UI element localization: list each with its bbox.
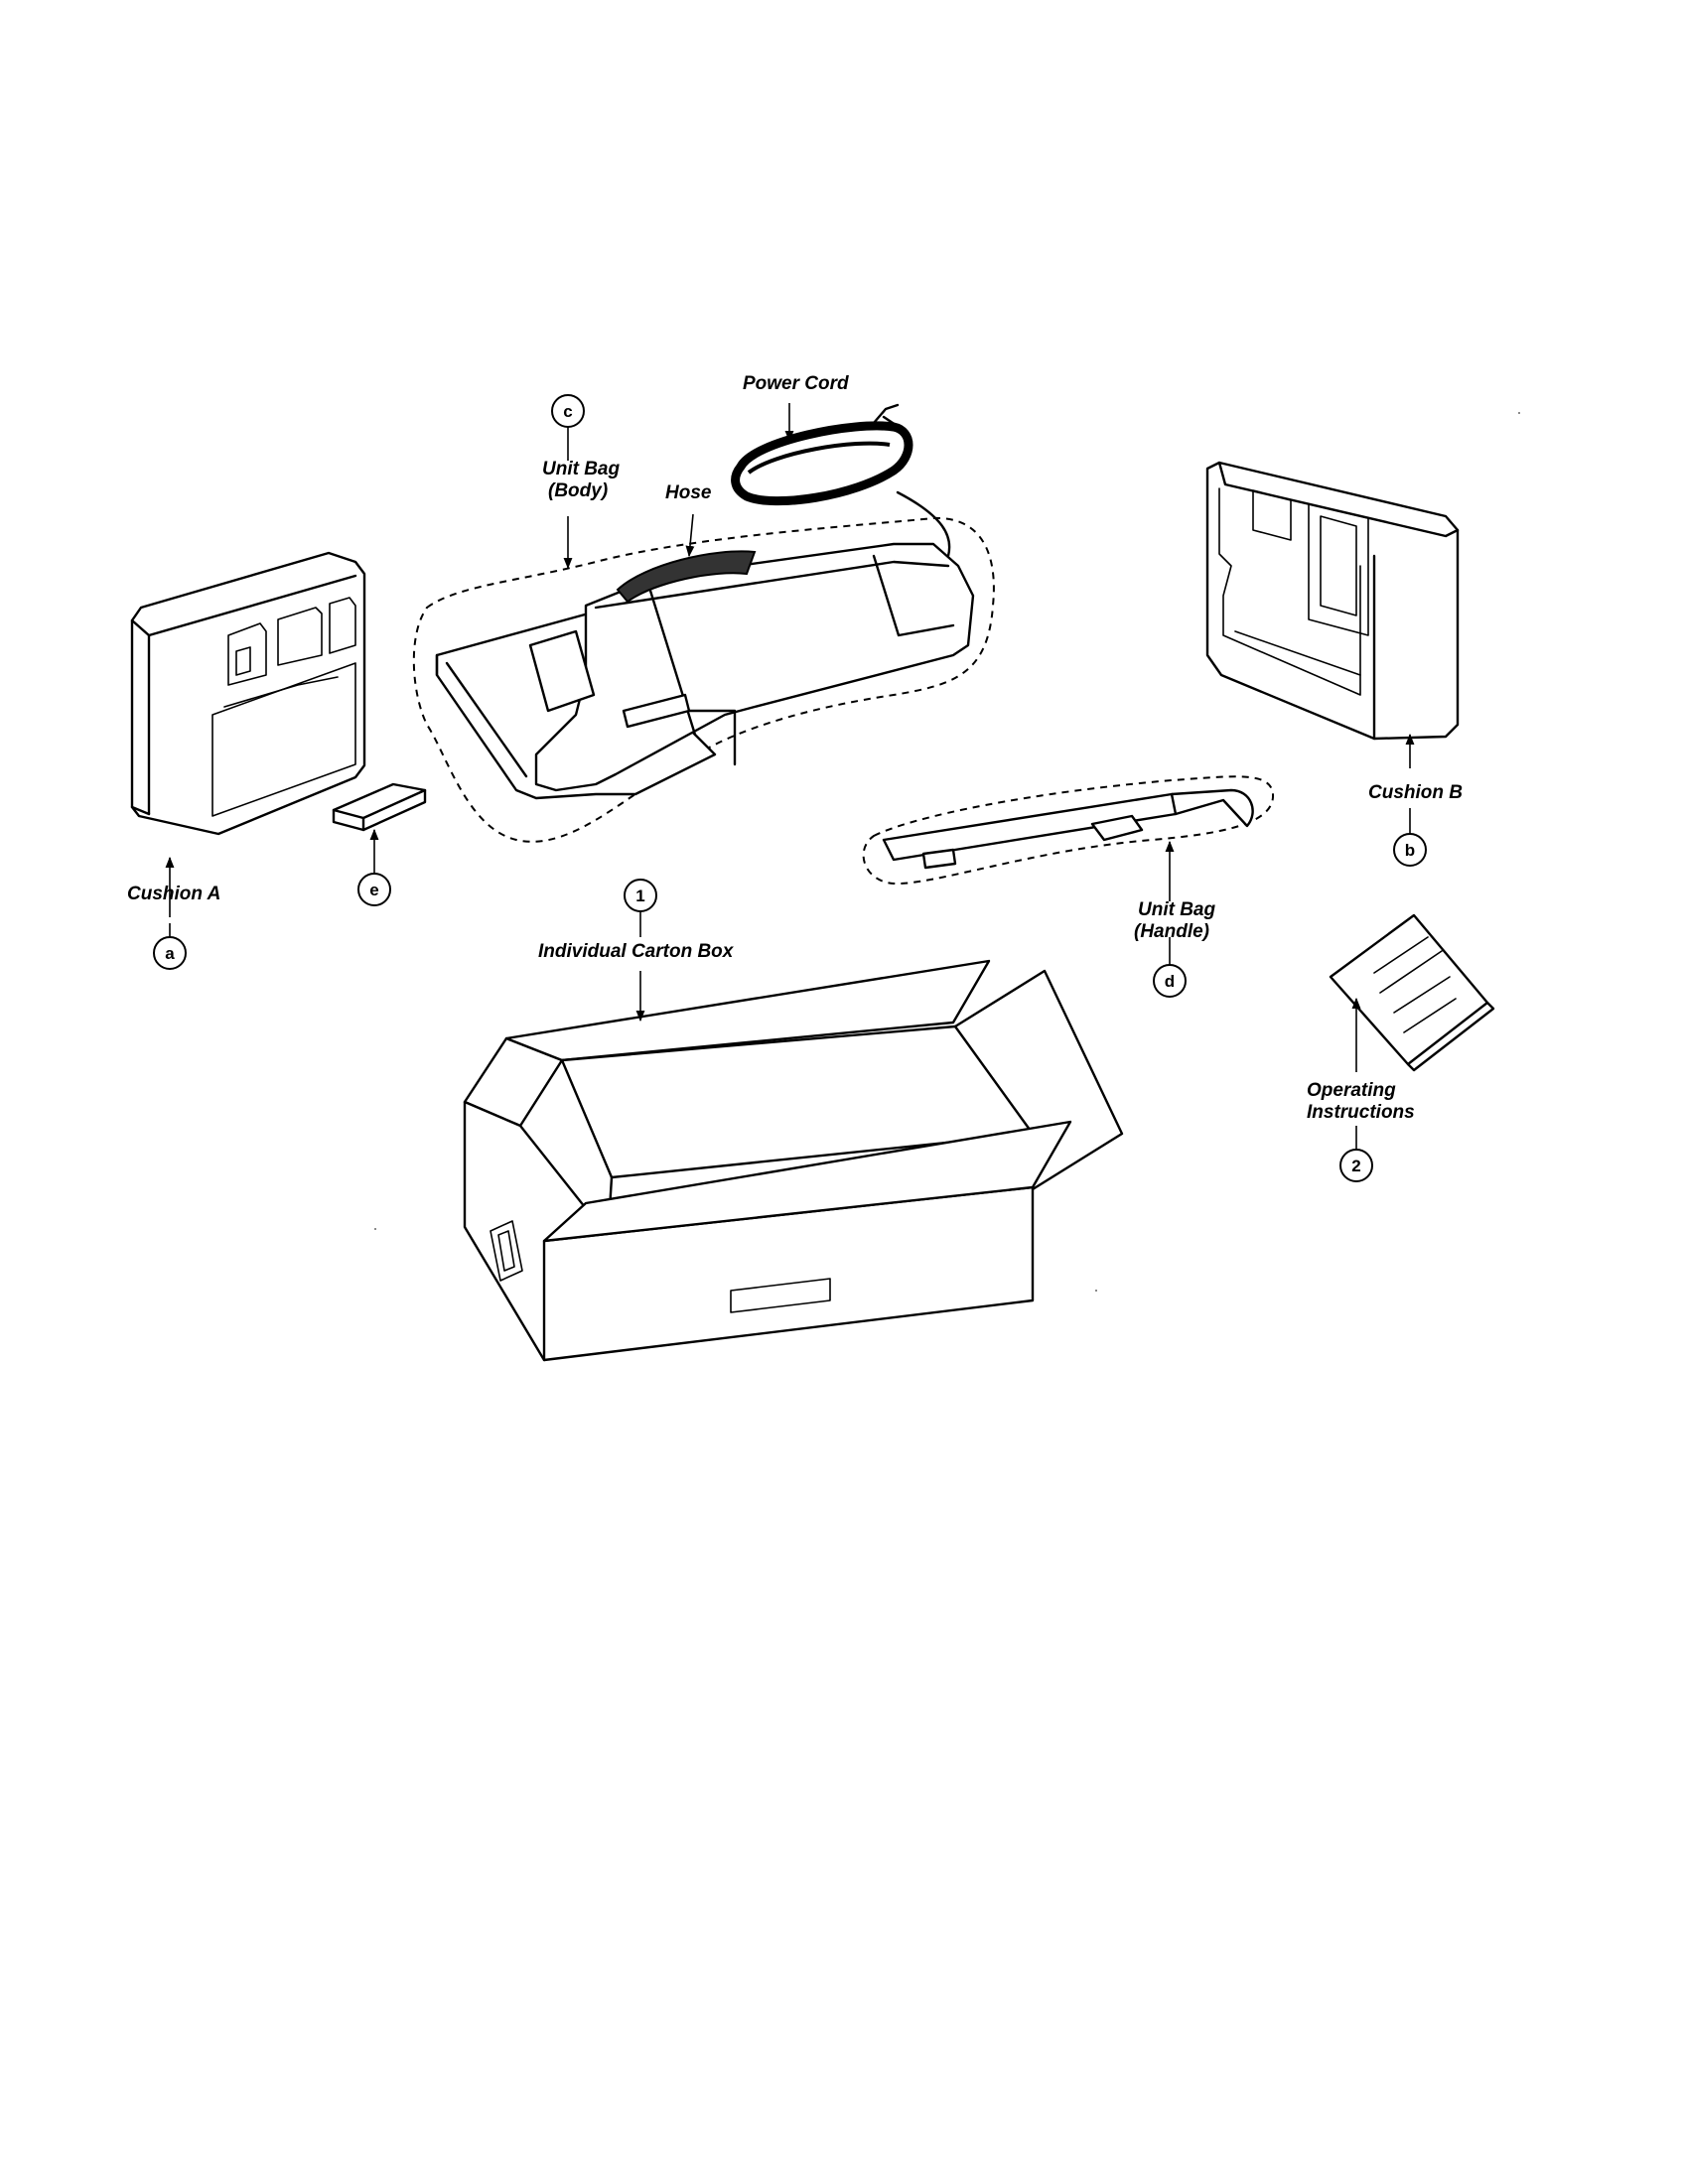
label-unit-bag-handle-2: (Handle)	[1134, 921, 1209, 942]
svg-text:d: d	[1165, 972, 1175, 991]
instructions-booklet-drawing	[1329, 913, 1495, 1072]
label-unit-bag-handle-1: Unit Bag	[1138, 899, 1216, 920]
carton-box-drawing	[463, 959, 1124, 1362]
label-operating-instructions-2: Instructions	[1307, 1102, 1415, 1123]
label-unit-bag-body-2: (Body)	[548, 480, 608, 501]
cushion-a-drawing	[130, 551, 366, 836]
label-cushion-a: Cushion A	[127, 884, 220, 904]
label-cushion-b: Cushion B	[1368, 782, 1463, 803]
label-power-cord: Power Cord	[743, 373, 849, 394]
cushion-b-drawing	[1205, 461, 1460, 741]
svg-text:c: c	[563, 402, 572, 421]
callout-d: d	[1153, 964, 1187, 998]
callout-2: 2	[1339, 1149, 1373, 1182]
leader-lines	[165, 403, 1415, 1150]
callout-1: 1	[624, 879, 657, 912]
pad-e-drawing	[332, 782, 427, 832]
svg-text:a: a	[165, 944, 175, 963]
unit-body-drawing	[412, 403, 995, 843]
label-hose: Hose	[665, 482, 712, 503]
callout-c: c	[551, 394, 585, 428]
callout-b: b	[1393, 833, 1427, 867]
svg-text:b: b	[1405, 841, 1415, 860]
callout-e: e	[357, 873, 391, 906]
label-unit-bag-body-1: Unit Bag	[542, 459, 621, 479]
callout-a: a	[153, 936, 187, 970]
svg-text:2: 2	[1351, 1157, 1360, 1175]
label-operating-instructions-1: Operating	[1307, 1080, 1396, 1101]
svg-text:1: 1	[635, 887, 644, 905]
handle-drawing	[862, 775, 1275, 886]
label-individual-carton-box: Individual Carton Box	[538, 941, 735, 962]
svg-text:e: e	[369, 881, 378, 899]
